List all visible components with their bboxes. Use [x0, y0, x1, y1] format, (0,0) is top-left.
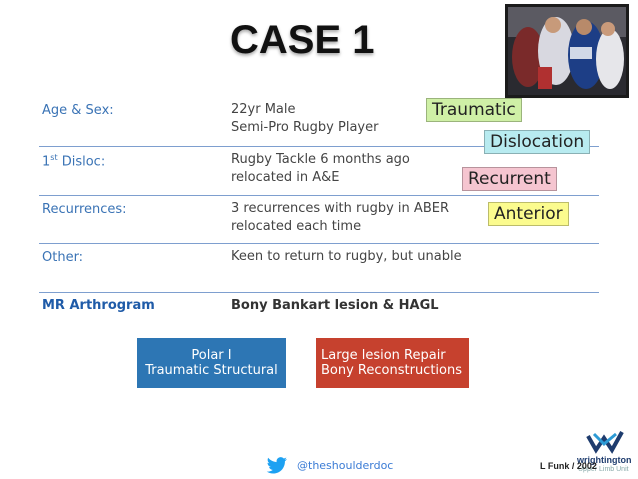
tag-traumatic: Traumatic: [426, 98, 522, 122]
first-disloc-line1: Rugby Tackle 6 months ago: [231, 152, 410, 167]
twitter-handle: @theshoulderdoc: [297, 459, 394, 472]
polar-line1: Polar I: [191, 348, 232, 363]
row-value-age-sex: 22yr Male Semi-Pro Rugby Player: [231, 101, 378, 137]
copyright-text: L Funk / 2002: [540, 461, 597, 471]
age-sex-line1: 22yr Male: [231, 102, 296, 117]
first-disloc-sup: st: [50, 153, 58, 162]
wrightington-logo: [586, 430, 624, 460]
first-disloc-line2: relocated in A&E: [231, 170, 340, 185]
rugby-photo: [505, 4, 629, 98]
recurrences-line2: relocated each time: [231, 219, 362, 234]
row-label-recurrences: Recurrences:: [42, 202, 127, 217]
logo-text: wrightington: [577, 455, 632, 465]
divider: [39, 195, 599, 196]
row-label-other: Other:: [42, 250, 84, 265]
age-sex-line2: Semi-Pro Rugby Player: [231, 120, 379, 135]
slide-title: CASE 1: [230, 18, 375, 62]
treatment-box: Large lesion Repair Bony Reconstructions: [316, 338, 469, 388]
twitter-bird-icon: [266, 457, 288, 479]
row-value-mr-arthrogram: Bony Bankart lesion & HAGL: [231, 298, 439, 313]
treatment-line2: Bony Reconstructions: [321, 363, 463, 378]
row-label-first-disloc: 1st Disloc:: [42, 153, 105, 169]
divider: [39, 292, 599, 293]
tag-dislocation: Dislocation: [484, 130, 591, 154]
divider: [39, 243, 599, 244]
divider: [39, 146, 599, 147]
polar-line2: Traumatic Structural: [145, 363, 278, 378]
first-disloc-num: 1: [42, 154, 51, 170]
row-value-first-disloc: Rugby Tackle 6 months ago relocated in A…: [231, 151, 410, 187]
recurrences-line1: 3 recurrences with rugby in ABER: [231, 201, 449, 216]
logo-subtext: Upper Limb Unit: [578, 466, 629, 473]
row-value-recurrences: 3 recurrences with rugby in ABER relocat…: [231, 200, 449, 236]
polar-classification-box: Polar I Traumatic Structural: [137, 338, 286, 388]
tag-recurrent: Recurrent: [462, 167, 557, 191]
row-label-mr-arthrogram: MR Arthrogram: [42, 298, 155, 313]
first-disloc-rest: Disloc:: [57, 154, 106, 170]
row-label-age-sex: Age & Sex:: [42, 103, 114, 118]
tag-anterior: Anterior: [488, 202, 569, 226]
treatment-line1: Large lesion Repair: [321, 348, 446, 363]
row-value-other: Keen to return to rugby, but unable: [231, 249, 462, 264]
